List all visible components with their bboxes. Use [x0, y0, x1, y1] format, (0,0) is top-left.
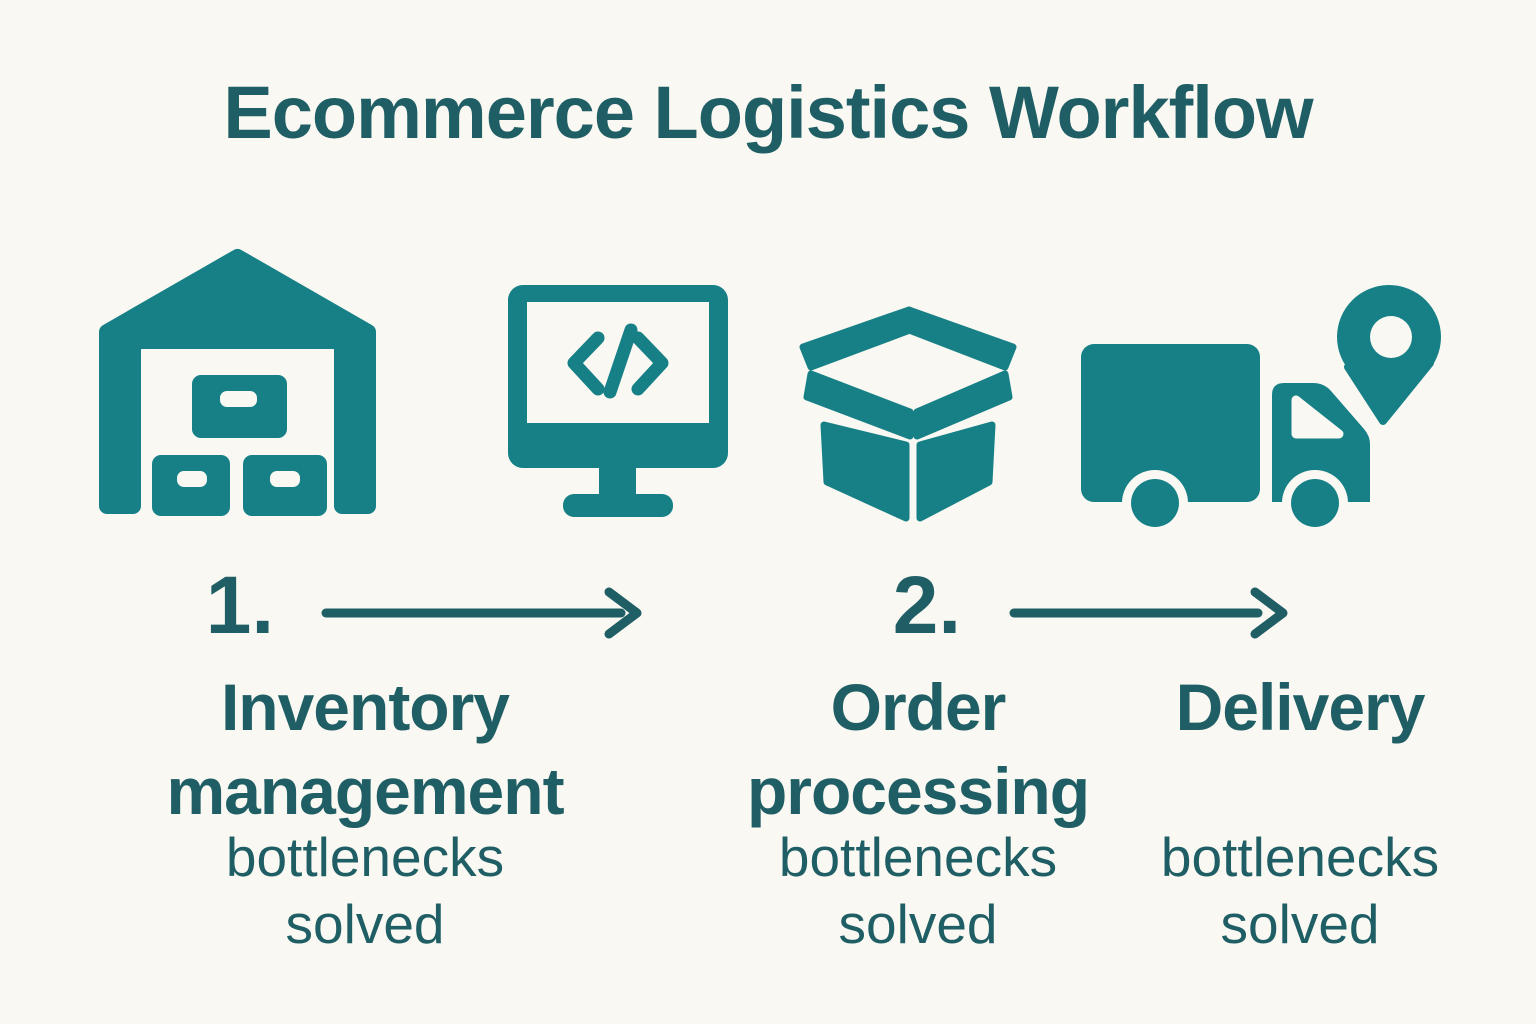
subtext-line: solved [1220, 893, 1380, 955]
heading-line: Order [830, 670, 1007, 744]
inventory-management-subtext: bottlenecks solved [226, 824, 504, 958]
open-box-icon [793, 299, 1023, 527]
subtext-line: solved [285, 893, 445, 955]
step-2-number: 2. [892, 560, 962, 651]
heading-line: Delivery [1175, 670, 1426, 744]
monitor-code-icon [508, 285, 728, 517]
delivery-subtext: bottlenecks solved [1161, 824, 1439, 958]
subtext-line: bottlenecks [778, 826, 1058, 888]
subtext-line: solved [838, 893, 998, 955]
flow-arrow-2-icon [1006, 581, 1296, 650]
delivery-heading: Delivery [1175, 665, 1426, 749]
subtext-line: bottlenecks [1160, 826, 1440, 888]
location-pin-icon [1337, 285, 1441, 425]
inventory-management-heading: Inventory management [166, 665, 564, 833]
heading-line: Inventory [220, 670, 510, 744]
delivery-truck-icon [1075, 283, 1447, 533]
heading-line: processing [746, 754, 1090, 828]
order-processing-heading: Order processing [746, 665, 1090, 833]
order-processing-subtext: bottlenecks solved [779, 824, 1057, 958]
page-title: Ecommerce Logistics Workflow [223, 71, 1313, 154]
warehouse-icon [90, 240, 385, 520]
heading-line: management [166, 754, 564, 828]
flow-arrow-1-icon [318, 581, 648, 650]
step-1-number: 1. [205, 560, 275, 651]
subtext-line: bottlenecks [225, 826, 505, 888]
